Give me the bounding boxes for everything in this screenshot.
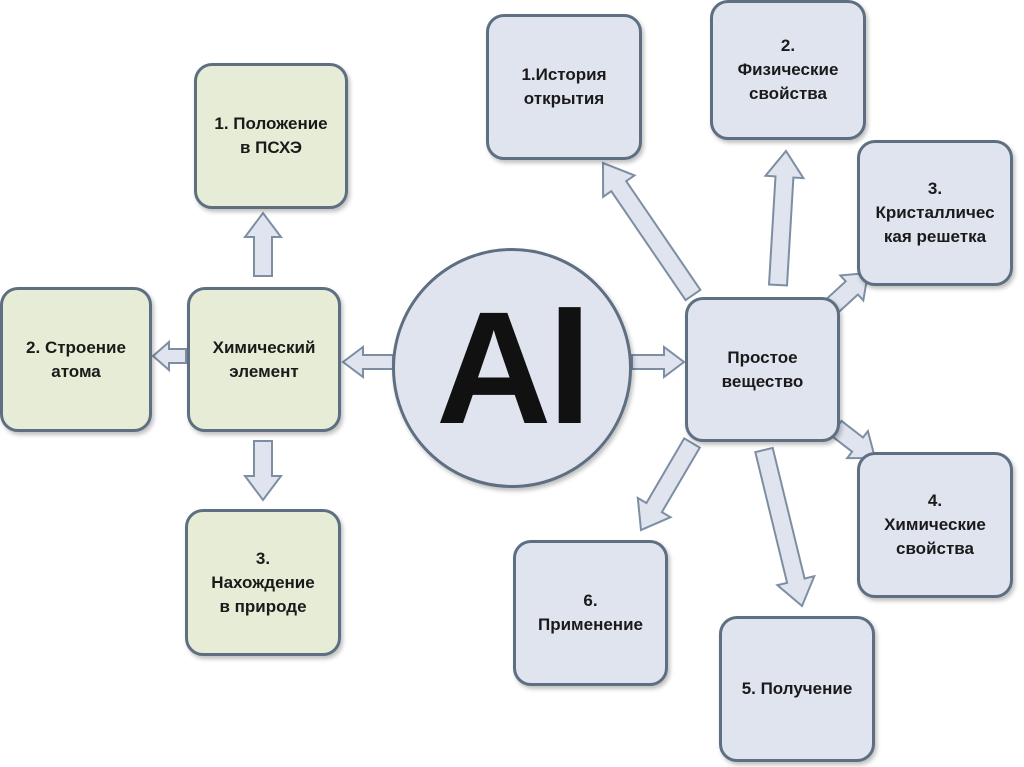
node-label-line: Химический — [212, 337, 316, 357]
node-label-line: 6. — [583, 591, 598, 610]
node-label-line: открытия — [523, 89, 605, 108]
aluminum-center-node: Al — [392, 248, 632, 488]
arrow-substance-to-application — [636, 437, 702, 532]
node-label-line: 3. — [927, 179, 943, 198]
node-label-line: элемент — [229, 361, 299, 381]
node-label-line: Химические — [884, 515, 986, 534]
arrow-substance-to-chemical — [829, 419, 877, 460]
node-label-line: 2. Строение — [26, 337, 126, 357]
discovery-history-node: 1.История открытия — [486, 14, 642, 160]
node-label-line: в ПСХЭ — [239, 138, 303, 157]
atom-structure-node: 2. Строение атома — [0, 287, 152, 432]
node-label-line: Физические — [737, 60, 839, 79]
node-label-line: вещество — [721, 371, 804, 391]
crystal-lattice-node: 3. Кристалличес кая решетка — [857, 140, 1013, 286]
position-in-periodic-table-node: 1. Положение в ПСХЭ — [194, 63, 348, 209]
node-label-line: 5. Получение — [741, 679, 853, 698]
node-label-line: Нахождение — [211, 572, 315, 592]
production-node: 5. Получение — [719, 616, 875, 762]
node-label-line: 2. — [780, 36, 796, 55]
node-label-line: кая решетка — [883, 227, 987, 246]
physical-properties-node: 2. Физические свойства — [710, 0, 866, 140]
element-symbol: Al — [436, 278, 592, 457]
arrow-substance-to-production — [754, 446, 816, 608]
node-label-line: Простое — [727, 347, 798, 367]
node-label-line: в природе — [219, 596, 307, 616]
arrow-center-to-substance — [631, 345, 686, 379]
chemical-properties-node: 4. Химические свойства — [857, 452, 1013, 598]
node-label-line: 1. Положение — [214, 114, 328, 133]
node-label-line: Кристалличес — [875, 203, 995, 222]
chemical-element-node: Химический элемент — [187, 287, 341, 432]
node-label-line: свойства — [896, 539, 974, 558]
arrow-element-to-position — [243, 211, 283, 277]
occurrence-in-nature-node: 3. Нахождение в природе — [185, 509, 341, 656]
node-label-line: 3. — [255, 548, 271, 568]
application-node: 6. Применение — [513, 540, 668, 686]
arrow-element-to-occurrence — [243, 440, 283, 502]
arrow-element-to-structure — [151, 339, 187, 373]
node-label-line: атома — [51, 361, 101, 381]
node-label-line: Применение — [538, 615, 643, 634]
node-label-line: 1.История — [521, 65, 607, 84]
arrow-center-to-element — [341, 345, 394, 379]
node-label-line: 4. — [927, 491, 943, 510]
arrow-substance-to-physical — [763, 149, 806, 287]
arrow-substance-to-history — [601, 161, 702, 302]
simple-substance-node: Простое вещество — [685, 297, 840, 442]
node-label-line: свойства — [749, 84, 827, 103]
